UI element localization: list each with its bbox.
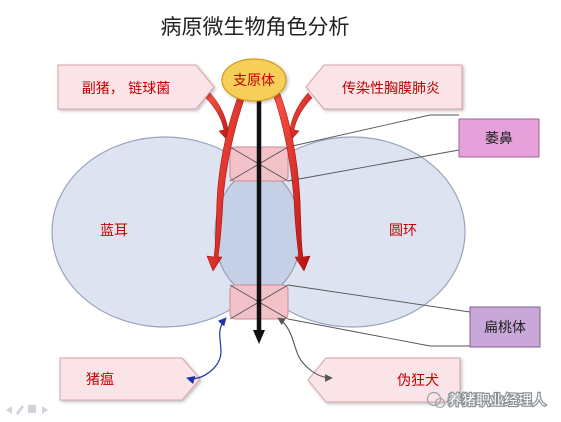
prev-icon — [6, 406, 12, 414]
callout-bottom-left — [59, 357, 201, 401]
box-right-upper-label: 萎鼻 — [485, 130, 513, 147]
callout-top-right — [305, 64, 463, 110]
callout-top-left-label: 副猪， 链球菌 — [82, 81, 170, 97]
slide-nav-icons — [6, 405, 48, 415]
callout-top-right-label: 传染性胸膜肺炎 — [342, 81, 440, 97]
gray-curve-arrow — [277, 317, 333, 382]
center-oval — [221, 58, 287, 102]
pen-icon — [16, 405, 24, 415]
watermark: 养猪职业经理人 — [426, 392, 547, 410]
blue-curve-arrow — [186, 317, 227, 385]
page-title: 病原微生物角色分析 — [161, 15, 350, 39]
callout-bottom-left-label: 猪瘟 — [86, 371, 114, 388]
box-right-lower-label: 扁桃体 — [484, 320, 526, 336]
callout-top-left — [57, 64, 215, 110]
red-arrow-right-long — [271, 88, 311, 272]
slides-icon — [28, 405, 36, 413]
callout-bottom-right-label: 伪狂犬 — [397, 373, 439, 389]
center-label: 支原体 — [233, 73, 275, 89]
watermark-text: 养猪职业经理人 — [448, 393, 546, 409]
right-ellipse-label: 圆环 — [389, 223, 417, 239]
red-arrow-left-long — [206, 88, 248, 272]
left-ellipse-label: 蓝耳 — [100, 223, 128, 239]
next-icon — [42, 406, 48, 414]
box-right-upper — [458, 118, 540, 158]
box-right-lower — [469, 306, 541, 348]
vertical-axis-arrowhead — [253, 330, 265, 344]
